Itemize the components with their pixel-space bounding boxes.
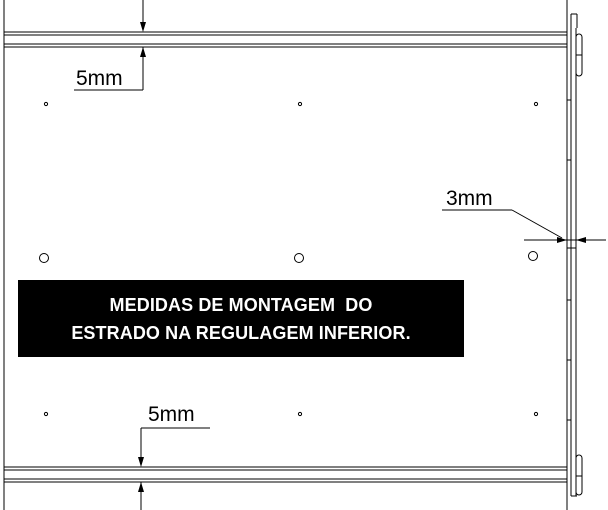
notice-line-1: MEDIDAS DE MONTAGEM DO bbox=[109, 294, 373, 315]
top-rail bbox=[4, 31, 567, 48]
bottom-rail bbox=[4, 466, 567, 483]
bottom-dimension bbox=[138, 427, 210, 510]
bottom-bracket bbox=[575, 454, 583, 496]
top-dimension bbox=[74, 0, 146, 91]
top-dimension-label: 5mm bbox=[76, 67, 123, 90]
notice-line-2: ESTRADO NA REGULAGEM INFERIOR. bbox=[71, 322, 411, 343]
mounting-holes-large bbox=[39, 251, 538, 263]
top-bracket bbox=[575, 33, 583, 77]
side-dimension-label: 3mm bbox=[446, 187, 493, 210]
bottom-dimension-label: 5mm bbox=[148, 403, 195, 426]
side-dimension bbox=[442, 209, 606, 243]
panel-outline bbox=[3, 0, 568, 510]
side-profile bbox=[567, 13, 578, 497]
mounting-notice: MEDIDAS DE MONTAGEM DO ESTRADO NA REGULA… bbox=[18, 280, 464, 357]
mounting-holes-small bbox=[43, 101, 539, 417]
